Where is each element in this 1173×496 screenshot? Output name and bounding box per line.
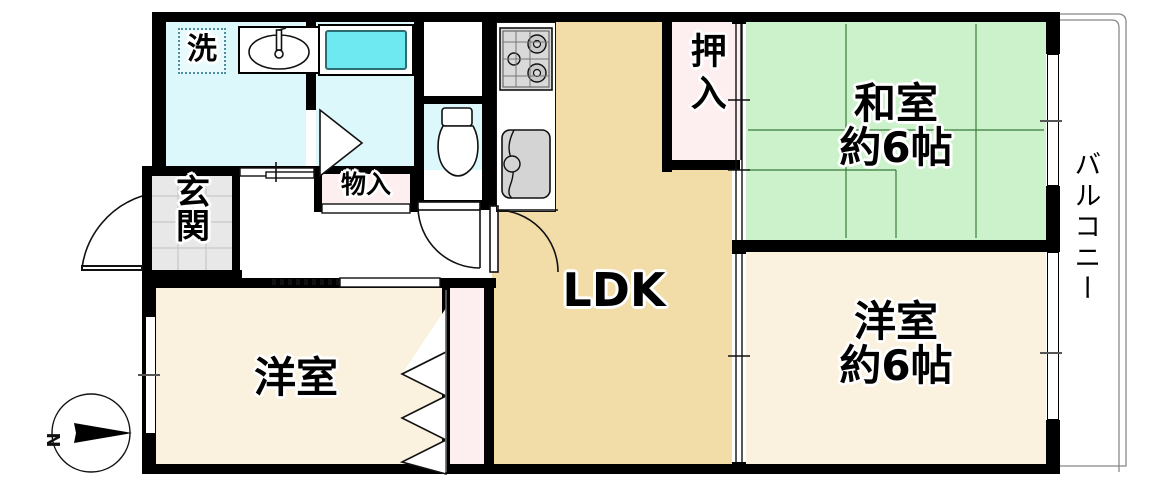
wall-toilet-top	[416, 96, 492, 104]
wall-genkan-left	[142, 166, 152, 276]
kitchen-counter-outline	[496, 22, 556, 212]
bathtub-icon	[325, 30, 407, 70]
wall-left-closet-right	[484, 282, 494, 474]
monoire-label: 物入	[340, 170, 391, 199]
wall-right-seg3	[1046, 420, 1060, 474]
yoshitsu-right-label-line1: 洋室	[853, 297, 938, 346]
genkan-label: 玄関	[152, 176, 234, 244]
wall-bath-bottom	[306, 166, 416, 174]
wall-monoire-right	[410, 166, 418, 212]
wall-washitsu-yoshitsu	[740, 240, 1046, 252]
toilet-icon	[437, 107, 479, 177]
wall-top-outer	[152, 12, 1060, 22]
yoshitsu-right-label-line2: 約6帖	[839, 341, 953, 391]
wall-genkan-bottom	[152, 270, 242, 280]
wall-ldk-right-top	[732, 12, 746, 24]
window-yoshitsu-balcony[interactable]	[1047, 252, 1059, 420]
yoshitsu-right-fill	[746, 252, 1046, 474]
north-arrow-label: N	[44, 432, 65, 447]
north-arrow: N	[44, 393, 132, 473]
yoshitsu-right-label: 洋室約6帖	[796, 297, 996, 391]
wall-ldk-left-upper	[482, 12, 496, 210]
genkan-label-text: 玄関	[176, 173, 210, 247]
monoire-fill	[318, 170, 414, 204]
gas-stove-icon	[499, 27, 553, 91]
vanity-sink-icon	[248, 27, 310, 70]
window-tick-1	[1040, 120, 1062, 122]
wall-washroom-bottom	[166, 166, 308, 174]
yoshitsu-left-fill	[152, 288, 442, 474]
wall-left-upper	[152, 12, 166, 174]
kitchen-sink-icon	[501, 129, 551, 199]
washitsu-label-line2: 約6帖	[839, 123, 953, 173]
washitsu-label-line1: 和室	[853, 79, 938, 128]
wall-bath-right-lower	[414, 96, 424, 206]
wall-ldk-right-bottom	[732, 462, 746, 474]
upper-hall-fill	[416, 22, 492, 102]
wall-bath-right-upper	[414, 12, 424, 108]
yoshitsu-left-label: 洋室	[253, 353, 338, 402]
wall-oshiire-bottom	[662, 160, 740, 170]
oshiire-label: 押入	[684, 32, 726, 116]
wall-right-seg2	[1046, 186, 1060, 252]
wall-monoire-left	[314, 166, 322, 212]
wall-right-seg1	[1046, 12, 1060, 54]
ldk-label: LDK	[562, 263, 666, 317]
washer-space-label: 洗	[187, 32, 217, 67]
washitsu-label: 和室約6帖	[796, 79, 996, 173]
wall-genkan-right	[232, 176, 240, 274]
window-tick-3	[138, 374, 160, 376]
oshiire-fill	[670, 22, 740, 162]
wall-oshiire-left	[662, 12, 672, 172]
balcony-label: バルコニー	[1069, 150, 1101, 305]
washer-space-box	[178, 28, 226, 74]
wall-bottom-outer	[152, 464, 1060, 474]
window-tick-2	[1040, 352, 1062, 354]
